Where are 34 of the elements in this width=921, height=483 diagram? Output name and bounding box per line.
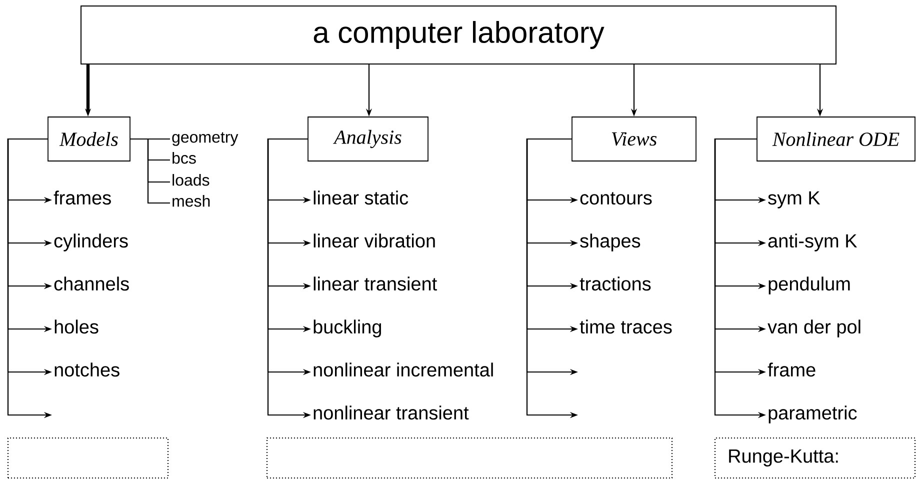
category-box: Analysis [308, 116, 428, 162]
item-label: buckling [314, 320, 382, 338]
title-box: a computer laboratory [80, 6, 836, 64]
item-label: frames [54, 190, 111, 205]
item-label: pendulum [768, 276, 850, 294]
item-label: time traces [580, 320, 672, 334]
item-label: tractions [580, 276, 651, 291]
item-label: anti-sym K [768, 234, 858, 252]
sub-item-label: geometry [172, 132, 238, 146]
program-box [8, 438, 168, 478]
item-label: nonlinear transient [314, 406, 469, 420]
item-label: cylinders [54, 234, 128, 252]
sub-item-label: mesh [172, 195, 210, 207]
item-label: linear static [314, 190, 408, 205]
item-label: holes [54, 320, 98, 334]
category-box: Views [572, 116, 696, 162]
item-label: frame [768, 362, 816, 377]
item-label: sym K [768, 191, 820, 208]
program-box: Runge-Kutta: [714, 438, 916, 478]
item-label: nonlinear incremental [314, 362, 493, 377]
item-label: van der pol [768, 320, 860, 338]
connector-line [130, 138, 170, 204]
item-label: linear transient [314, 276, 437, 291]
item-label: contours [580, 192, 652, 205]
sub-item-label: loads [172, 174, 210, 186]
item-label: channels [54, 276, 129, 291]
item-label: parametric [768, 406, 857, 424]
item-label: notches [54, 362, 120, 377]
category-box: Models [48, 116, 130, 162]
sub-item-label: bcs [172, 152, 196, 164]
category-box: Nonlinear ODE [756, 116, 916, 162]
item-label: linear vibration [314, 234, 435, 248]
program-box [266, 438, 672, 478]
item-label: shapes [580, 234, 640, 252]
